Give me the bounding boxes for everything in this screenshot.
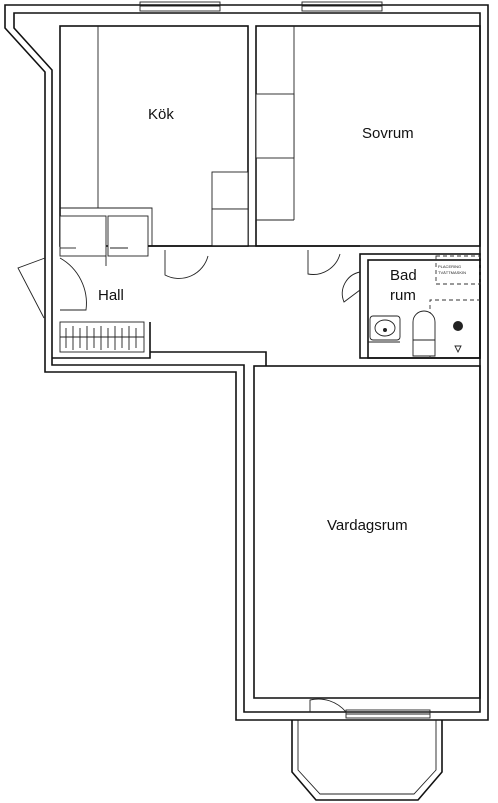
- bathroom-inner-walls: [367, 259, 481, 359]
- coat-hangers: [65, 326, 137, 350]
- toilet: [412, 310, 436, 357]
- shower-area: [429, 299, 480, 358]
- sink-drain: [383, 328, 387, 332]
- bathroom: PLACERING TVÄTTMASKIN: [341, 253, 481, 359]
- balcony-door-swing[interactable]: [309, 698, 347, 713]
- hall-label: Hall: [98, 287, 124, 304]
- bedroom-door-swing[interactable]: [307, 250, 341, 275]
- kitchen-cabinet-upper: [211, 171, 249, 210]
- bedroom: [255, 25, 481, 275]
- hall-closet-left: [59, 215, 107, 257]
- bedroom-label: Sovrum: [362, 125, 414, 142]
- balcony: [291, 720, 443, 801]
- hall-step-wall: [150, 351, 267, 366]
- entrance-door-leaf[interactable]: [17, 257, 46, 319]
- kitchen-door-swing[interactable]: [164, 250, 209, 279]
- outer-walls: [4, 4, 489, 721]
- bedroom-wardrobe: [255, 93, 295, 159]
- outer-wall-outline: [4, 4, 489, 721]
- sink-basin: [374, 319, 396, 337]
- kitchen-label: Kök: [148, 106, 174, 123]
- bathroom-label-line2: rum: [390, 287, 416, 304]
- kitchen-cabinet-lower: [211, 208, 249, 247]
- top-windows: [139, 1, 383, 12]
- window-bedroom: [301, 1, 383, 12]
- floor-drain: [453, 321, 463, 331]
- hall: [17, 215, 360, 366]
- balcony-inner-outline: [297, 720, 437, 795]
- kitchen-counter-corner: [60, 207, 153, 246]
- balcony-outline: [291, 720, 443, 801]
- hall-closet-right: [107, 215, 149, 257]
- inner-wall-outline: [13, 12, 481, 713]
- washer-placement: [435, 255, 481, 285]
- triangle-marker-icon: [454, 345, 462, 354]
- entrance-door-swing[interactable]: [59, 257, 87, 311]
- washer-label-line1: PLACERING: [438, 264, 461, 269]
- window-kitchen: [139, 1, 221, 12]
- bathroom-label-line1: Bad: [390, 267, 417, 284]
- living-room: [253, 365, 481, 719]
- bathroom-door-swing[interactable]: [341, 271, 361, 303]
- washer-label-line2: TVÄTTMASKIN: [438, 270, 466, 275]
- living-room-label: Vardagsrum: [327, 517, 408, 534]
- hall-lower-wall: [52, 322, 151, 359]
